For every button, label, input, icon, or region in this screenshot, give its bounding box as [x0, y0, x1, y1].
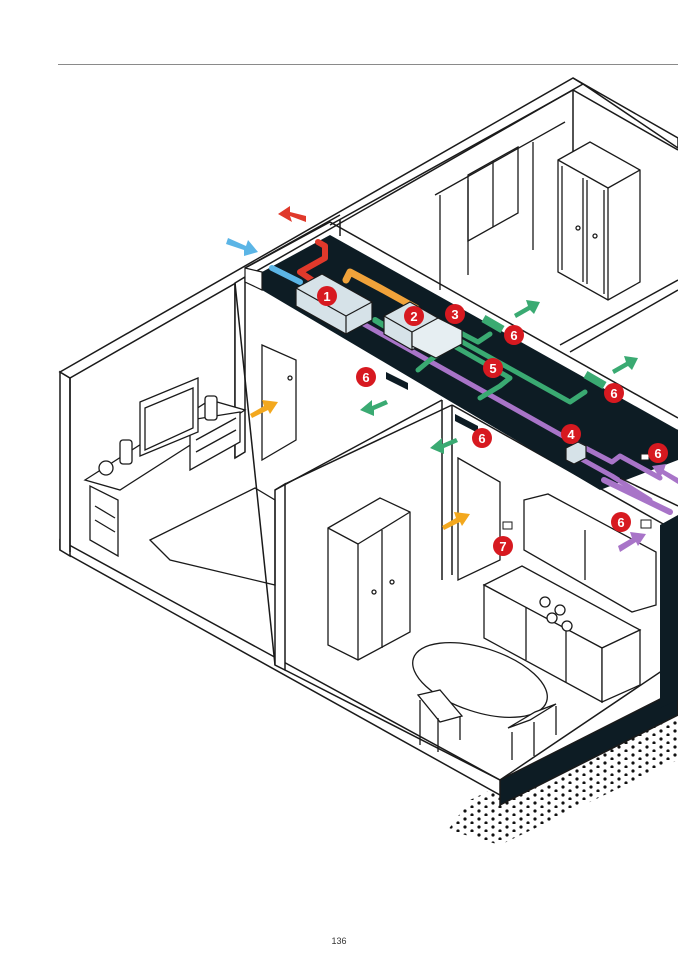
svg-text:3: 3 [451, 307, 458, 322]
airflow-arrows [226, 206, 678, 552]
extract-air-arrow-kitchen [618, 532, 646, 552]
svg-text:6: 6 [610, 386, 617, 401]
mvhr-units [295, 273, 587, 465]
callout-6-kitchen-wall: 6 [611, 512, 631, 532]
living-furniture [83, 344, 297, 586]
exhaust-air-arrow [278, 206, 306, 222]
kitchen-furniture [327, 456, 657, 760]
extract-duct-kitchen [573, 453, 653, 503]
unit-4 [565, 441, 587, 465]
ducts [269, 239, 663, 503]
supply-grille-top [481, 315, 505, 333]
fresh-air-duct [269, 265, 303, 285]
svg-text:1: 1 [323, 289, 330, 304]
svg-text:6: 6 [510, 328, 517, 343]
supply-duct-c [445, 331, 588, 405]
door-kitchen [457, 456, 501, 582]
supply-duct-1 [372, 317, 388, 329]
exhaust-duct [297, 239, 328, 283]
bedroom-furniture [434, 121, 641, 301]
fresh-air-intake-arrow [226, 238, 258, 256]
svg-text:5: 5 [489, 361, 496, 376]
vent-kitchen-ceiling [455, 414, 478, 433]
supply-duct-b [437, 335, 513, 401]
vent-wall-upper [640, 453, 650, 461]
callout-badges: 1 2 3 4 5 6 6 6 6 6 6 7 [317, 286, 668, 556]
unit-3 [411, 317, 463, 359]
svg-text:6: 6 [654, 446, 661, 461]
callout-6-kitchen-ceiling: 6 [472, 428, 492, 448]
extract-vents [386, 372, 652, 530]
supply-air-arrow-living [360, 400, 388, 416]
rug [148, 487, 276, 586]
header-rule [58, 64, 678, 65]
callout-3: 3 [445, 304, 465, 324]
supply-air-arrow-hall [612, 356, 638, 374]
right-wall-edge [660, 515, 678, 708]
chair-left [416, 689, 464, 723]
callout-6-upper-wall: 6 [648, 443, 668, 463]
callout-6-living: 6 [356, 367, 376, 387]
svg-text:6: 6 [617, 515, 624, 530]
extract-duct-main [357, 319, 663, 481]
svg-text:7: 7 [499, 539, 506, 554]
switch-kitchen [502, 521, 513, 530]
kitchen-wall-duct [601, 477, 678, 515]
speaker-right [204, 395, 218, 421]
supply-duct-d [452, 327, 493, 345]
wall-cabinets [523, 493, 657, 613]
svg-text:4: 4 [567, 427, 575, 442]
svg-text:6: 6 [362, 370, 369, 385]
vent-wall-kitchen [640, 519, 652, 529]
callout-6-hall: 6 [604, 383, 624, 403]
transfer-air-arrow-living [250, 400, 278, 418]
unit-1 [295, 273, 373, 335]
callout-4: 4 [561, 424, 581, 444]
transfer-air-arrow-kitchen [442, 512, 470, 530]
callout-1: 1 [317, 286, 337, 306]
svg-text:6: 6 [478, 431, 485, 446]
vent-living [386, 372, 408, 390]
chair-right [507, 703, 557, 729]
bypass-duct [342, 268, 420, 312]
extract-air-arrow-upper [652, 464, 678, 484]
svg-text:2: 2 [410, 309, 417, 324]
supply-grille-right [583, 371, 607, 389]
callout-5: 5 [483, 358, 503, 378]
lamp [98, 460, 114, 476]
supply-air-arrow-bedroom [514, 300, 540, 318]
page-number: 136 [331, 936, 347, 946]
callout-7: 7 [493, 536, 513, 556]
speaker-left [119, 439, 133, 465]
wardrobe-hall [327, 497, 411, 661]
wardrobe-bedroom [557, 141, 641, 301]
door-living [261, 344, 297, 462]
callout-2: 2 [404, 306, 424, 326]
supply-air-arrow-kitchen [430, 438, 458, 454]
callout-6-top: 6 [504, 325, 524, 345]
